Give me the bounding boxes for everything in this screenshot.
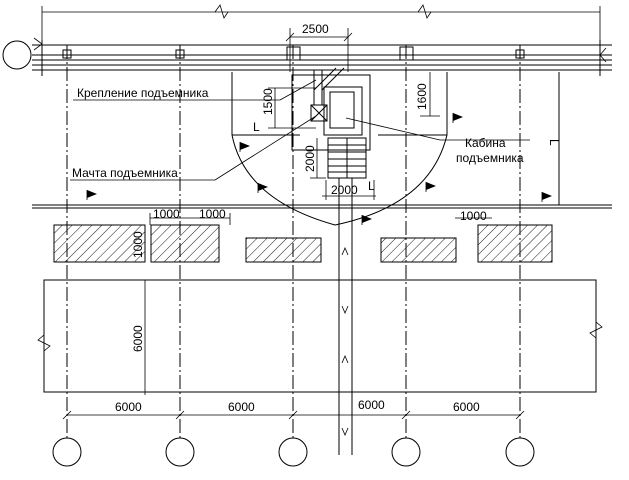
dim-bay-4: 6000 xyxy=(453,400,480,414)
flag-icon xyxy=(361,215,372,225)
flag-icon xyxy=(425,182,436,192)
flag-icon xyxy=(257,183,268,193)
dim-bay-3: 6000 xyxy=(358,398,385,412)
dim-1000-b: 1000 xyxy=(199,207,226,221)
dim-bay-1: 6000 xyxy=(115,400,142,414)
dim-vert-1500: 1500 xyxy=(261,88,275,115)
section-mark-3: L xyxy=(547,139,561,146)
flag-icon xyxy=(452,113,463,123)
section-mark-2: L xyxy=(368,179,375,193)
lower-building xyxy=(37,279,603,395)
floor-lines xyxy=(32,204,612,209)
travel-chevrons xyxy=(341,246,349,437)
grid-bubble-left xyxy=(2,40,32,70)
bottom-dimension-line xyxy=(62,410,525,420)
hoist-mount-label: Крепление подъемника xyxy=(77,86,209,100)
hoist-mast-label: Мачта подъемника xyxy=(72,166,178,180)
top-rails xyxy=(32,37,612,76)
hoist-dimensions xyxy=(268,28,440,200)
dim-1000-a: 1000 xyxy=(153,207,180,221)
top-dimension-line xyxy=(41,4,601,40)
dim-bay-2: 6000 xyxy=(228,400,255,414)
dim-vert-2000: 2000 xyxy=(303,145,317,172)
flag-icon xyxy=(541,192,552,202)
dim-vert-1600: 1600 xyxy=(415,83,429,110)
section-mark-1: L xyxy=(253,120,260,134)
dim-1000-vert: 1000 xyxy=(131,231,145,258)
hoist-installation xyxy=(291,67,371,455)
flag-markers xyxy=(86,113,552,225)
hoist-cab-label-line2: подъемника xyxy=(456,151,524,165)
foundation-blocks xyxy=(53,213,553,263)
dim-1000-c: 1000 xyxy=(460,209,487,223)
dim-horiz-2000: 2000 xyxy=(331,183,358,197)
flag-icon xyxy=(239,142,250,152)
hoist-cab-label-line1: Кабина xyxy=(465,136,506,150)
flag-icon xyxy=(86,190,97,200)
leader-lines xyxy=(70,79,530,181)
hoist-zone-outline xyxy=(231,72,560,226)
dim-vert-6000: 6000 xyxy=(131,325,145,352)
grid-bubbles-bottom xyxy=(52,437,535,467)
dim-top-2500: 2500 xyxy=(302,22,329,36)
